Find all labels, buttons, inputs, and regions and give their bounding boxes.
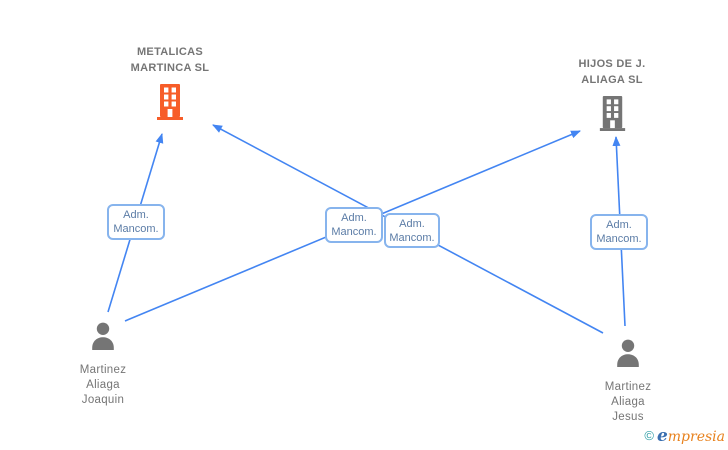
- relationship-label-joaquin-hijos: Adm. Mancom.: [325, 207, 383, 243]
- empresia-brand-text: mpresia: [667, 429, 725, 445]
- company-name-line1: HIJOS DE J.: [578, 58, 646, 70]
- relationship-label-line1: Adm.: [341, 212, 367, 224]
- relationship-label-line2: Mancom.: [113, 223, 159, 235]
- person-name-line2: Aliaga: [611, 396, 645, 408]
- person-icon: [615, 339, 641, 372]
- relationship-label-line2: Mancom.: [331, 226, 377, 238]
- empresia-logo[interactable]: ©empresia: [644, 426, 725, 446]
- company-name-line1: METALICAS: [136, 46, 204, 58]
- person-name-line3: Jesus: [612, 411, 644, 423]
- company-name-line2: ALIAGA SL: [581, 74, 643, 86]
- relationship-label-line1: Adm.: [123, 209, 149, 221]
- relationship-label-line1: Adm.: [606, 219, 632, 231]
- person-name-line3: Joaquin: [81, 394, 125, 406]
- person-name: Martinez Aliaga Joaquin: [80, 363, 127, 408]
- relationship-label-line1: Adm.: [399, 218, 425, 230]
- person-name-line1: Martinez: [79, 364, 127, 376]
- person-name-line2: Aliaga: [86, 379, 120, 391]
- relationship-label-jesus-metalicas: Adm. Mancom.: [384, 213, 440, 248]
- building-icon: [598, 96, 627, 136]
- relationship-label-jesus-hijos: Adm. Mancom.: [590, 214, 648, 250]
- person-name-line1: Martinez: [604, 381, 652, 393]
- company-node-metalicas-martinca[interactable]: METALICAS MARTINCA SL: [95, 44, 245, 125]
- building-icon: [157, 84, 183, 125]
- company-name: HIJOS DE J. ALIAGA SL: [579, 56, 646, 88]
- person-node-martinez-aliaga-jesus[interactable]: Martinez Aliaga Jesus: [568, 339, 688, 425]
- relationship-label-line2: Mancom.: [389, 232, 435, 244]
- company-name-line2: MARTINCA SL: [130, 62, 210, 74]
- company-name: METALICAS MARTINCA SL: [131, 44, 210, 76]
- person-icon: [90, 322, 116, 355]
- company-node-hijos-de-j-aliaga[interactable]: HIJOS DE J. ALIAGA SL: [537, 56, 687, 136]
- person-name: Martinez Aliaga Jesus: [605, 380, 652, 425]
- empresia-brand-initial: e: [656, 426, 668, 446]
- relationship-label-line2: Mancom.: [596, 233, 642, 245]
- copyright-icon: ©: [644, 428, 654, 443]
- person-node-martinez-aliaga-joaquin[interactable]: Martinez Aliaga Joaquin: [43, 322, 163, 408]
- relationship-label-joaquin-metalicas: Adm. Mancom.: [107, 204, 165, 240]
